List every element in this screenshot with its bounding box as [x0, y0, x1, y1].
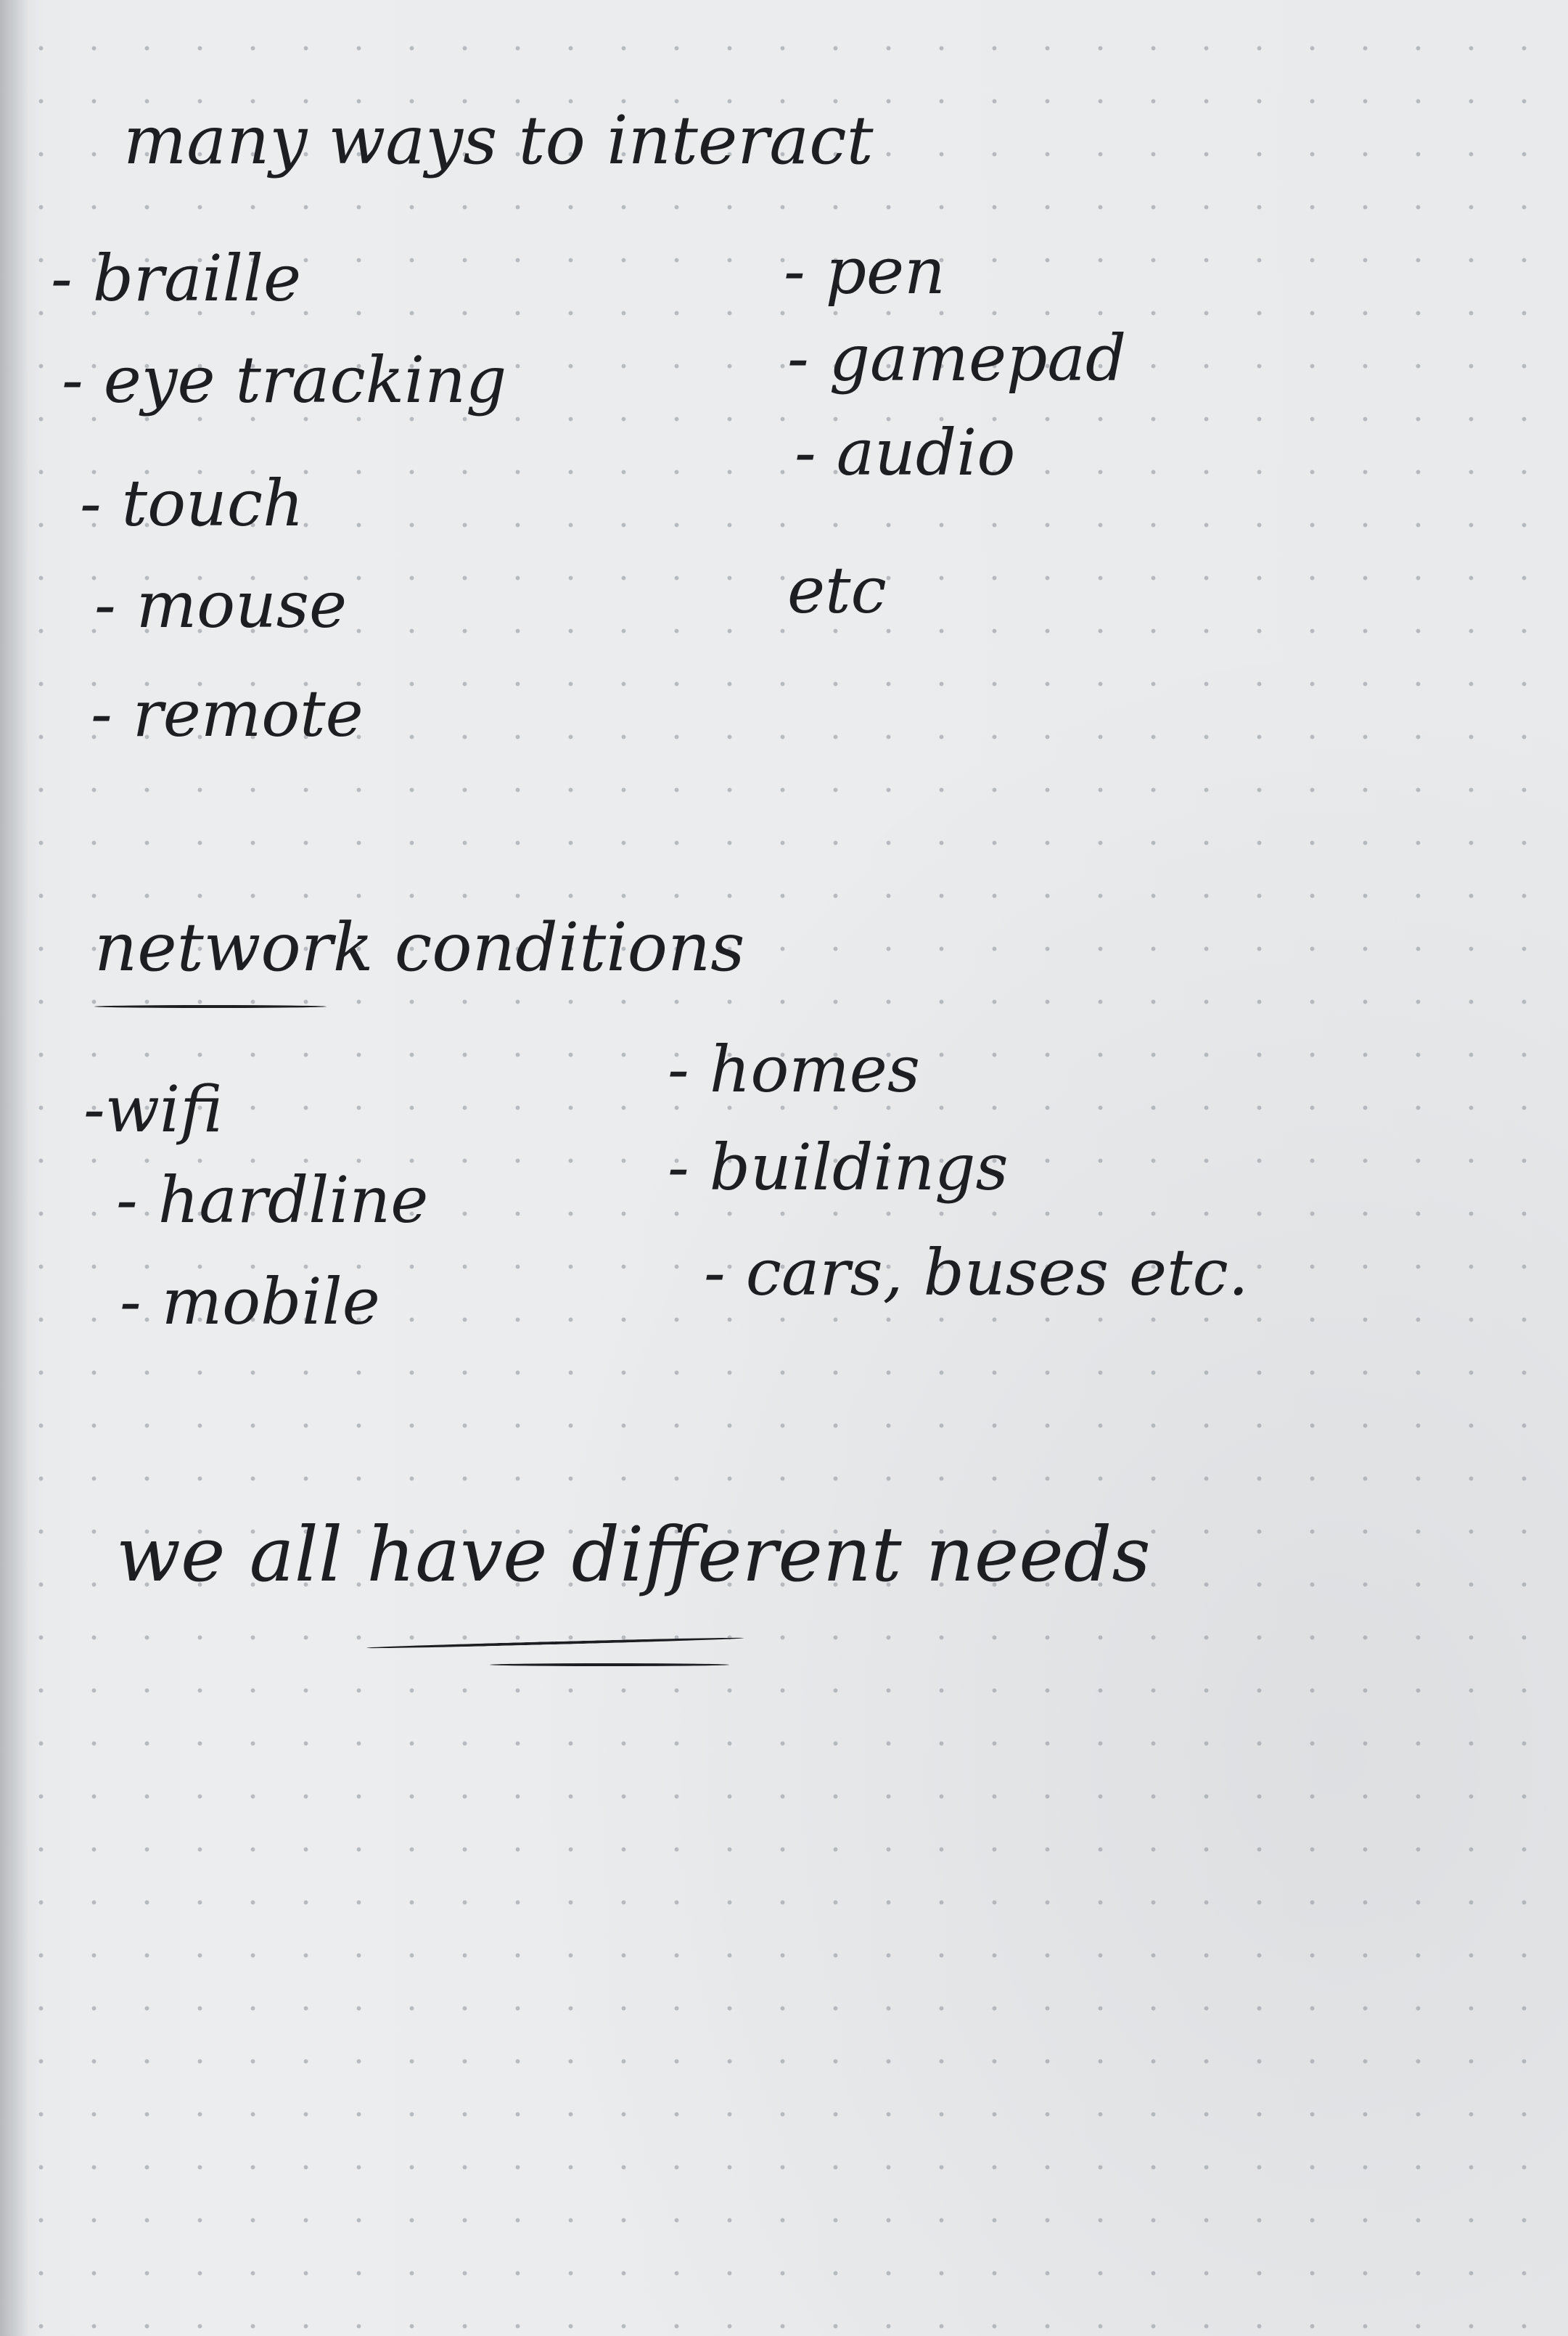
binding-shadow [0, 0, 29, 2336]
network-heading: network conditions [94, 909, 745, 986]
interaction-item-remote: - remote [91, 676, 364, 751]
interaction-item-eye-tracking: - eye tracking [62, 343, 507, 417]
interaction-heading: many ways to interact [123, 102, 874, 179]
network-item-wifi: -wifi [83, 1072, 223, 1147]
interaction-item-braille: - braille [51, 241, 302, 316]
interaction-item-touch: - touch [80, 466, 304, 541]
network-item-hardline: - hardline [116, 1163, 429, 1237]
interaction-item-pen: - pen [784, 234, 945, 308]
interaction-item-gamepad: - gamepad [787, 321, 1127, 396]
network-item-mobile: - mobile [120, 1264, 380, 1339]
interaction-item-mouse: - mouse [94, 567, 348, 642]
network-item-cars-buses: - cars, buses etc. [704, 1235, 1249, 1310]
network-heading-underline [94, 1005, 327, 1008]
closing-underline-short [490, 1663, 729, 1666]
closing-statement: we all have different needs [116, 1510, 1151, 1599]
network-item-buildings: - buildings [668, 1130, 1009, 1205]
interaction-item-etc: etc [787, 553, 887, 628]
interaction-item-audio: - audio [795, 415, 1016, 490]
network-item-homes: - homes [668, 1032, 921, 1107]
